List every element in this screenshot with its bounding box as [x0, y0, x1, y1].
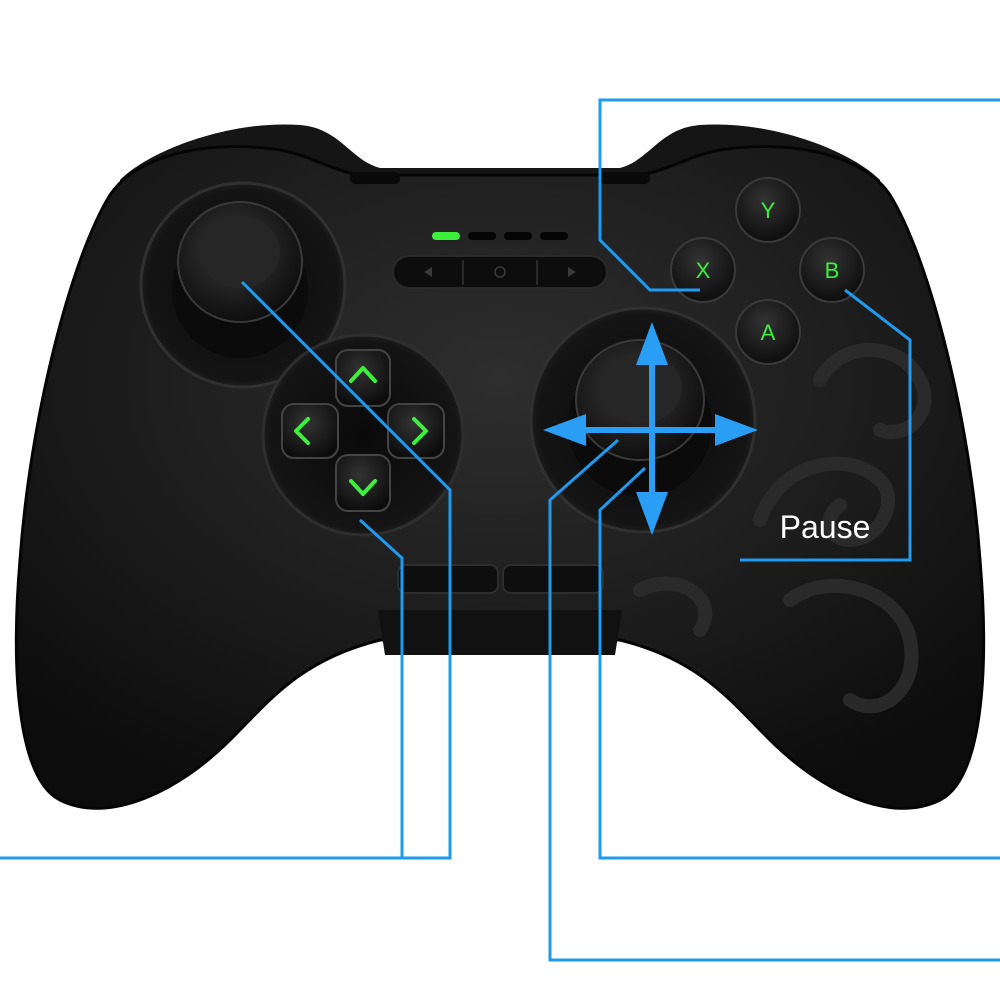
led-indicators [432, 232, 568, 240]
x-button[interactable]: X [670, 237, 736, 303]
svg-text:Y: Y [761, 198, 776, 223]
a-button[interactable]: A [735, 299, 801, 365]
home-button[interactable] [494, 266, 506, 278]
svg-text:A: A [761, 320, 776, 345]
dpad-down-button[interactable] [335, 454, 391, 512]
center-button-bar [392, 255, 608, 289]
direction-arrows [543, 322, 758, 535]
svg-text:B: B [825, 258, 840, 283]
dpad-right-button[interactable] [387, 403, 445, 459]
dpad-left-button[interactable] [281, 403, 339, 459]
dpad [261, 333, 465, 537]
bottom-buttons [397, 564, 604, 594]
callout-label-pause: Pause [780, 509, 871, 545]
logo-pattern [633, 343, 932, 714]
forward-button[interactable] [568, 267, 576, 277]
callout-lines [0, 98, 1000, 962]
back-button[interactable] [424, 267, 432, 277]
dpad-up-button[interactable] [335, 349, 391, 407]
y-button[interactable]: Y [735, 177, 801, 243]
b-button[interactable]: B [799, 237, 865, 303]
svg-text:X: X [696, 258, 711, 283]
